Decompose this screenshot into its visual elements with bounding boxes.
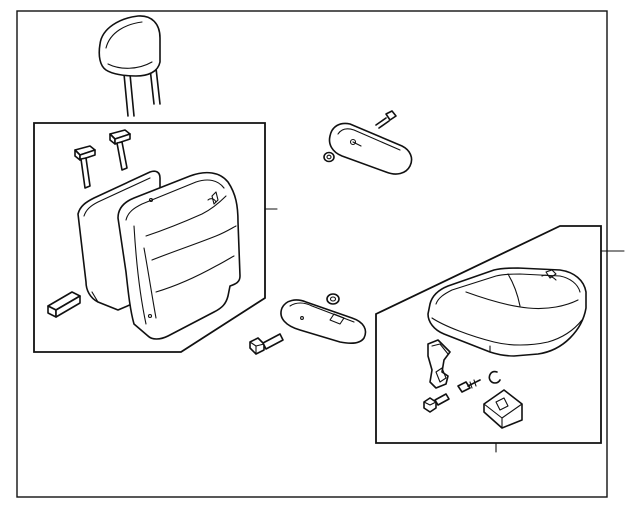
armrest-upper [328,122,413,175]
cushion-group-box [375,225,602,444]
cover-plate [483,389,523,429]
bolt-upper [375,110,397,129]
armrest-lower [280,299,367,344]
seatback-block [47,291,81,318]
outer-frame [16,10,608,498]
cushion-bracket [427,339,451,389]
seatback-cover [117,171,241,340]
cushion-screw [457,379,481,393]
bolt-lower [249,333,284,355]
cushion-bolt [423,393,450,413]
seatback-group-box [33,122,266,353]
washer-upper [323,151,335,163]
headrest-guide-right [109,129,131,171]
headrest-guide-left [74,145,96,189]
headrest [98,15,161,117]
washer-lower [326,293,340,305]
seat-cushion [427,267,587,357]
clip-ring [488,370,501,384]
